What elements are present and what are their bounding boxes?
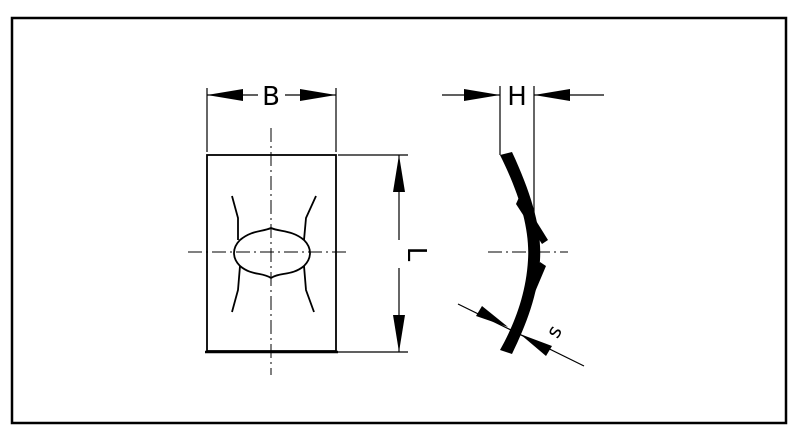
slit-top-left bbox=[231, 195, 239, 240]
h-arrow-left bbox=[464, 89, 500, 101]
l-label: L bbox=[401, 247, 431, 262]
tongue-lower bbox=[518, 262, 546, 318]
slit-bottom-left bbox=[231, 265, 241, 313]
drawing-frame bbox=[10, 16, 788, 425]
s-arrow-right bbox=[520, 334, 552, 356]
l-arrow-bottom bbox=[393, 315, 405, 352]
h-arrow-right bbox=[534, 89, 570, 101]
s-arrow-left bbox=[476, 306, 508, 327]
b-arrow-right bbox=[300, 89, 336, 101]
slit-top-right bbox=[303, 195, 317, 241]
b-arrow-left bbox=[207, 89, 243, 101]
front-view: B L bbox=[188, 82, 431, 375]
h-label: H bbox=[507, 82, 527, 112]
center-hole bbox=[233, 227, 311, 280]
spring-body bbox=[500, 152, 541, 354]
s-label: s bbox=[541, 321, 567, 342]
side-view: H s bbox=[442, 82, 604, 367]
l-arrow-top bbox=[393, 155, 405, 192]
tongue-upper bbox=[516, 195, 548, 244]
slit-bottom-right bbox=[303, 265, 315, 313]
b-label: B bbox=[262, 82, 280, 112]
